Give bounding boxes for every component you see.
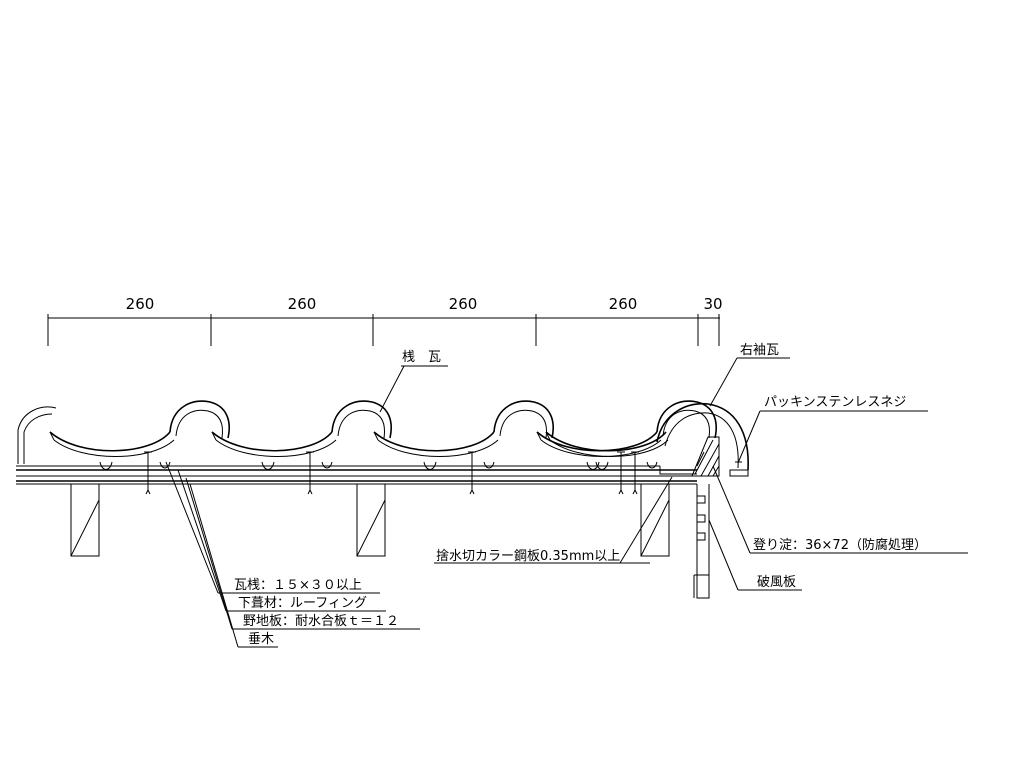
flashing <box>659 466 697 475</box>
label-taruki: 垂木 <box>248 632 274 647</box>
roof-deck-layers <box>16 465 697 485</box>
label-hafuita: 破風板 <box>757 575 796 590</box>
label-migisodegawara: 右袖瓦 <box>740 343 779 358</box>
roof-tile <box>49 400 230 495</box>
label-sangawara: 桟 瓦 <box>402 350 441 365</box>
dimension-1: 260 <box>126 295 155 313</box>
barge-board <box>693 484 710 599</box>
roof-tiles <box>17 400 717 495</box>
label-nojiita: 野地板：耐水合板ｔ＝１２ <box>243 614 399 629</box>
right-sleeve-tile <box>656 402 749 477</box>
label-shitabuki: 下葺材：ルーフィング <box>238 596 367 611</box>
roof-tile <box>211 400 392 495</box>
dimension-2: 260 <box>288 295 317 313</box>
dimension-5: 30 <box>703 295 722 313</box>
rafters <box>70 483 670 557</box>
label-mizukiri: 捨水切カラー鋼板0.35mm以上 <box>436 548 620 564</box>
roof-tile <box>373 400 554 495</box>
dimension-4: 260 <box>609 295 638 313</box>
roof-tile <box>545 431 669 495</box>
label-kawarazan: 瓦桟：１５×３０以上 <box>234 578 362 593</box>
label-noborri-yodo: 登り淀：36×72（防腐処理） <box>753 537 927 553</box>
leader-lines <box>165 357 968 648</box>
dimension-line: 260 260 260 260 30 <box>47 295 723 346</box>
dimension-3: 260 <box>449 295 478 313</box>
label-packing-screw: パッキンステンレスネジ <box>764 395 906 410</box>
